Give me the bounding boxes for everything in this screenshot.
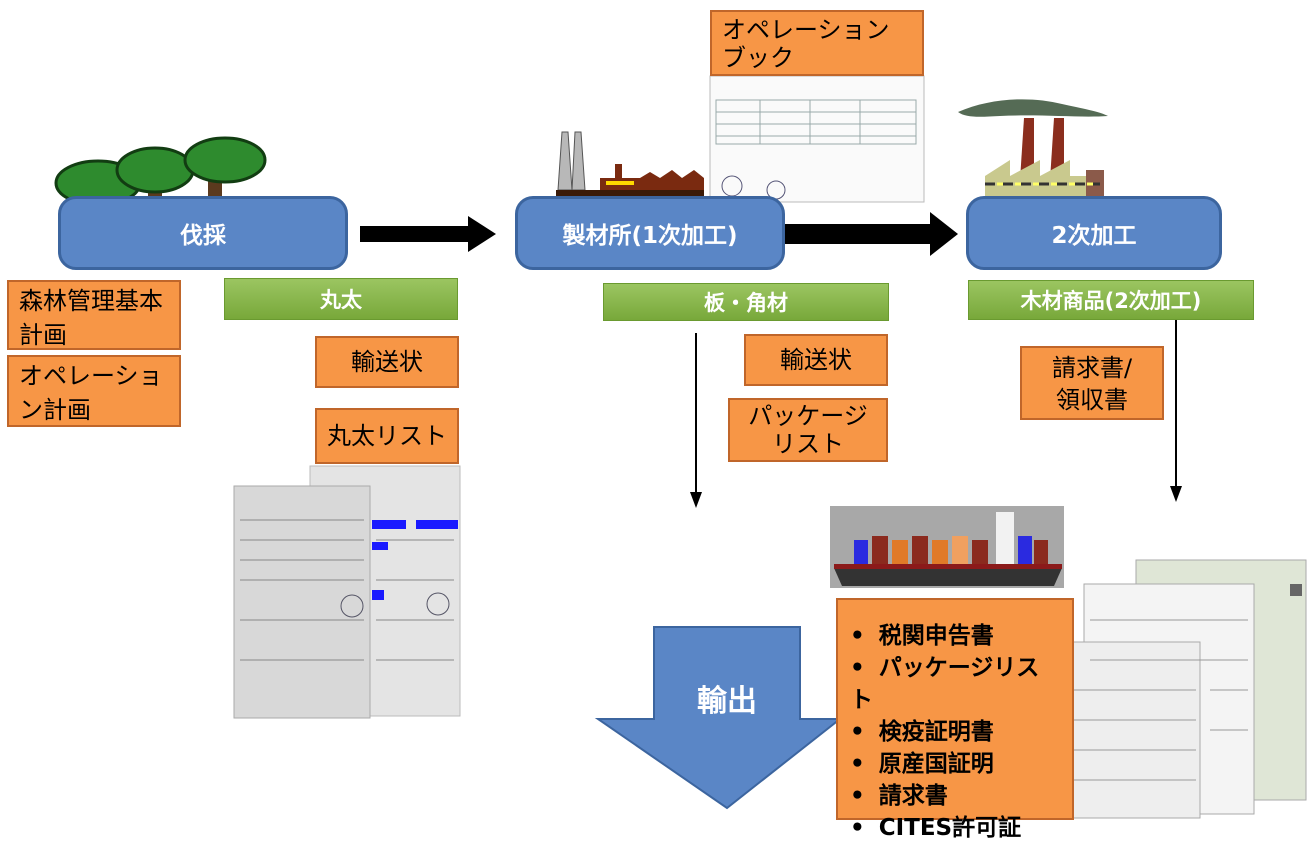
- doc-forest-plan-label: 森林管理基本計画: [19, 287, 163, 349]
- stage-sawmill: 製材所(1次加工): [515, 196, 785, 270]
- log-list-image: [233, 465, 461, 719]
- export-documents-image: [1063, 559, 1307, 819]
- export-label: 輸出: [664, 676, 790, 720]
- product-lumber-label: 板・角材: [704, 291, 788, 315]
- doc-package-list: パッケージリスト: [728, 398, 888, 462]
- product-logs: 丸太: [224, 278, 458, 320]
- product-lumber: 板・角材: [603, 283, 889, 321]
- operation-book-image: [709, 75, 925, 203]
- stage-secondary-label: 2次加工: [1051, 223, 1137, 249]
- export-doc-item: パッケージリスト: [850, 652, 1062, 716]
- doc-forest-plan: 森林管理基本計画: [7, 280, 181, 350]
- right-arrow-icon: [772, 212, 958, 256]
- product-wood-goods: 木材商品(2次加工): [968, 280, 1254, 320]
- doc-transport-1-label: 輸送状: [351, 348, 423, 376]
- product-logs-label: 丸太: [320, 288, 362, 312]
- export-documents-bullets: 税関申告書 パッケージリスト 検疫証明書 原産国証明 請求書 CITES許可証: [850, 620, 1062, 844]
- export-label-text: 輸出: [697, 684, 757, 719]
- doc-operation-book-label: オペレーションブック: [722, 16, 890, 72]
- doc-transport-2: 輸送状: [744, 334, 888, 386]
- right-arrow-icon: [360, 216, 496, 252]
- factory-icon: [958, 99, 1108, 198]
- diagram-graphics: [54, 75, 1307, 819]
- stage-secondary: 2次加工: [966, 196, 1222, 270]
- export-doc-item: 原産国証明: [850, 748, 1062, 780]
- doc-transport-2-label: 輸送状: [780, 346, 852, 374]
- stage-sawmill-label: 製材所(1次加工): [562, 223, 738, 249]
- export-doc-item: CITES許可証: [850, 812, 1062, 844]
- doc-operation-plan-label: オペレーション計画: [19, 362, 163, 424]
- export-arrow-icon: [594, 626, 843, 810]
- stage-logging: 伐採: [58, 196, 348, 270]
- ship-icon: [830, 506, 1064, 588]
- doc-log-list: 丸太リスト: [315, 408, 459, 464]
- export-doc-item: 検疫証明書: [850, 716, 1062, 748]
- down-arrow-icon: [690, 319, 1182, 508]
- stage-logging-label: 伐採: [180, 223, 226, 249]
- doc-invoice-receipt: 請求書/領収書: [1020, 346, 1164, 420]
- doc-invoice-receipt-label: 請求書/領収書: [1051, 354, 1133, 414]
- doc-operation-book: オペレーションブック: [710, 10, 924, 76]
- factory-icon: [556, 131, 704, 196]
- doc-package-list-label: パッケージリスト: [748, 402, 868, 458]
- doc-transport-1: 輸送状: [315, 336, 459, 388]
- export-doc-item: 請求書: [850, 780, 1062, 812]
- doc-operation-plan: オペレーション計画: [7, 355, 181, 427]
- product-wood-goods-label: 木材商品(2次加工): [1020, 289, 1202, 313]
- export-doc-item: 税関申告書: [850, 620, 1062, 652]
- tree-icon: [54, 136, 267, 228]
- export-documents-list: 税関申告書 パッケージリスト 検疫証明書 原産国証明 請求書 CITES許可証: [836, 598, 1074, 841]
- doc-log-list-label: 丸太リスト: [327, 422, 447, 450]
